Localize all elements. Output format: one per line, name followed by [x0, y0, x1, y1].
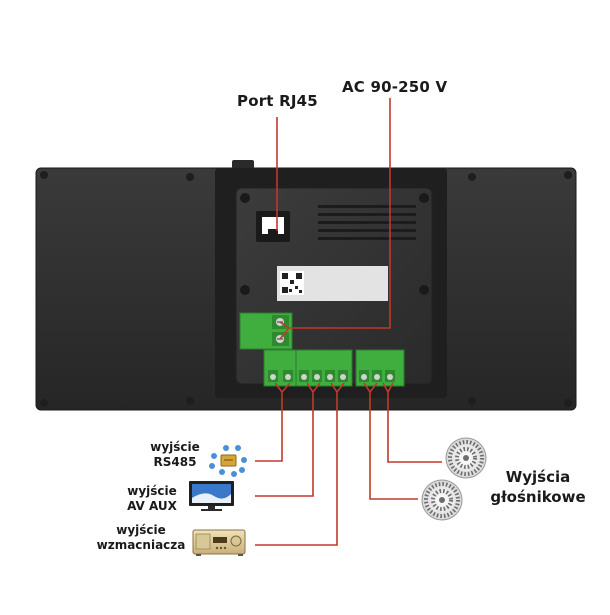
speaker-outputs-label: Wyjścia głośnikowe [482, 467, 594, 507]
rj45-port [256, 211, 290, 242]
av-aux-callout-line [255, 382, 321, 497]
av-aux-label-line2: AV AUX [127, 499, 177, 513]
amplifier-callout-line [255, 382, 345, 546]
rs485-network-icon [209, 445, 247, 477]
amplifier-label-line1: wyjście [116, 523, 166, 537]
ac-callout-line [279, 98, 391, 340]
product-label-sticker [277, 266, 388, 301]
av-aux-output-label: wyjście AV AUX [116, 484, 188, 514]
power-terminal-block [239, 312, 293, 350]
vent-slots [318, 205, 416, 240]
amplifier-output-label: wyjście wzmacniacza [94, 523, 188, 553]
rs485-label-line1: wyjście [150, 440, 200, 454]
audio-terminal-block-left [263, 349, 353, 387]
amplifier-label-line2: wzmacniacza [96, 538, 186, 552]
speaker-2-callout-line [382, 382, 442, 463]
tv-monitor-icon [189, 481, 234, 511]
ceiling-speaker-icon [421, 479, 463, 521]
ac-power-label: AC 90-250 V [342, 78, 448, 96]
speaker-terminal-block [355, 349, 405, 387]
av-aux-label-line1: wyjście [127, 484, 177, 498]
rs485-output-label: wyjście RS485 [140, 440, 210, 470]
speaker-label-line1: Wyjścia [505, 468, 571, 486]
rs485-callout-line [255, 382, 291, 462]
ceiling-speaker-icon [445, 437, 487, 479]
av-receiver-icon [192, 529, 246, 556]
callout-lines [255, 98, 442, 546]
speaker-1-callout-line [363, 382, 418, 500]
rs485-label-line2: RS485 [153, 455, 197, 469]
port-rj45-label: Port RJ45 [237, 92, 318, 110]
speaker-label-line2: głośnikowe [490, 488, 586, 506]
